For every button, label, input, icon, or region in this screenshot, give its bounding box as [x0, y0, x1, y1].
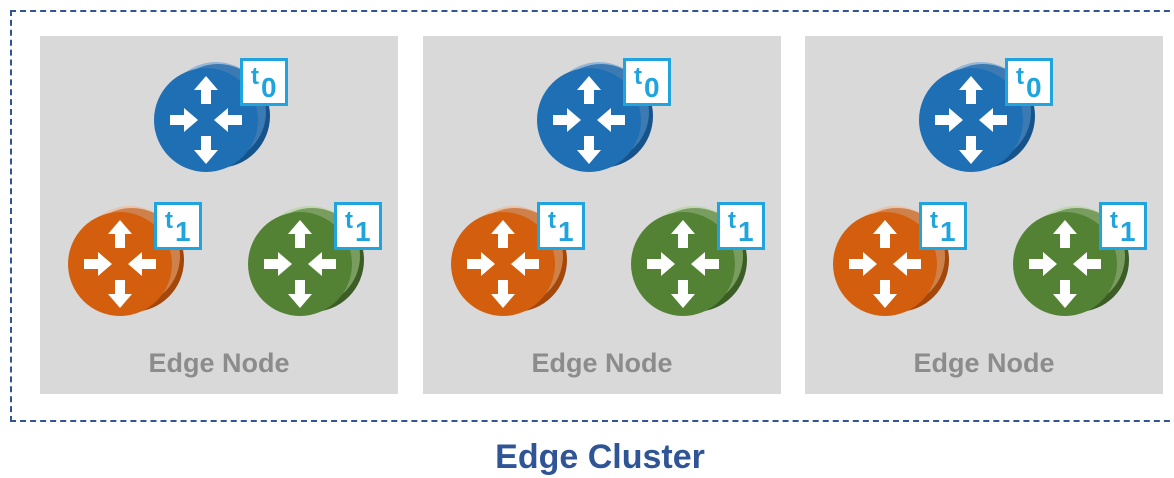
router-icon — [150, 58, 270, 183]
tier-index: 1 — [1120, 216, 1136, 247]
tier-index: 1 — [738, 216, 754, 247]
tier-index: 1 — [355, 216, 371, 247]
tier-prefix: t — [728, 207, 736, 234]
tier-prefix: t — [930, 207, 938, 234]
tier-prefix: t — [634, 63, 642, 90]
tier-index: 0 — [261, 72, 277, 103]
edge-cluster-border — [10, 10, 1174, 422]
tier-prefix: t — [165, 207, 173, 234]
tier-index: 0 — [1026, 72, 1042, 103]
tier-prefix: t — [548, 207, 556, 234]
cluster-label: Edge Cluster — [495, 438, 705, 476]
edge-node-label: Edge Node — [913, 348, 1055, 378]
tier-prefix: t — [251, 63, 259, 90]
tier-index: 1 — [940, 216, 956, 247]
tier-prefix: t — [1110, 207, 1118, 234]
tier-prefix: t — [1016, 63, 1024, 90]
tier-index: 1 — [175, 216, 191, 247]
edge-node-label: Edge Node — [148, 348, 290, 378]
edge-node-label: Edge Node — [531, 348, 673, 378]
tier-prefix: t — [345, 207, 353, 234]
tier-index: 1 — [558, 216, 574, 247]
tier-index: 0 — [644, 72, 660, 103]
